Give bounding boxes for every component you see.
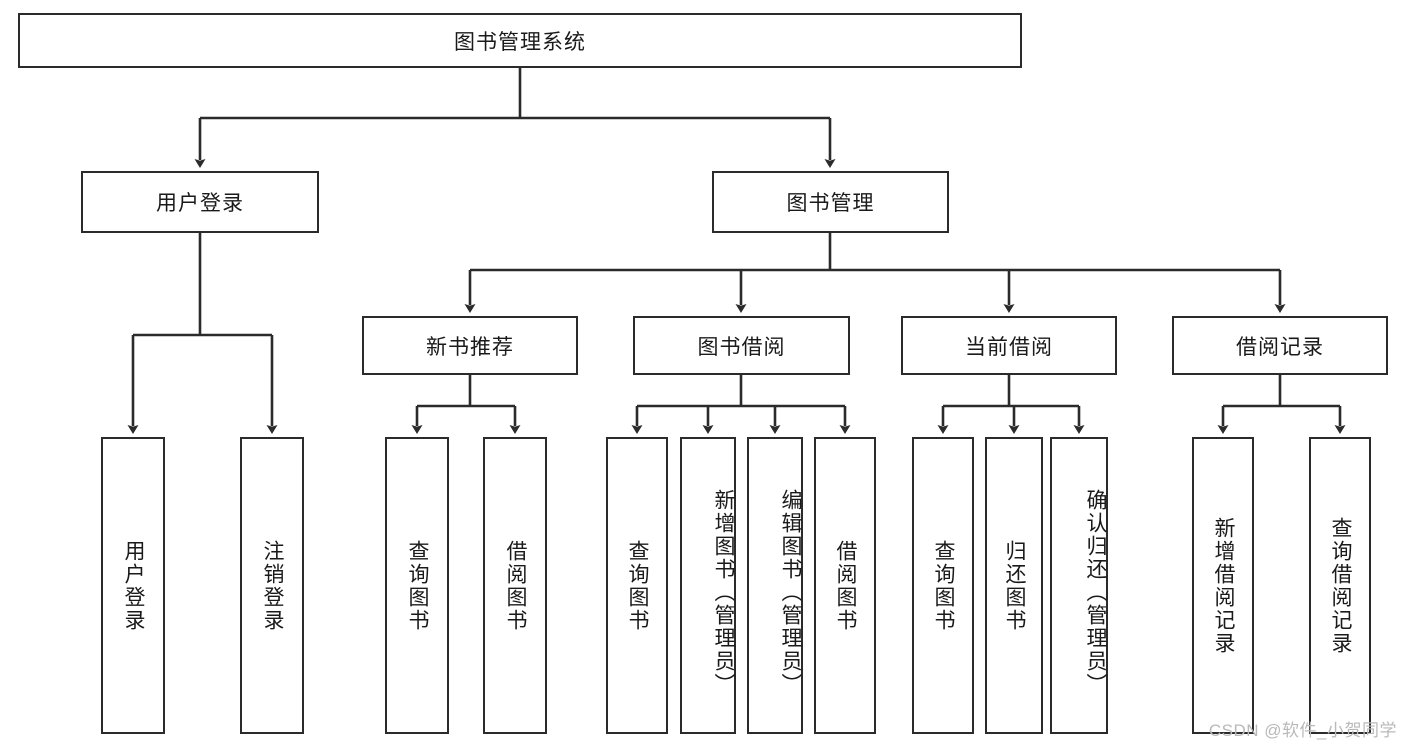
node-label-b3: 编辑图书（管理员） (779, 489, 802, 696)
node-c3[interactable]: 确认归还（管理员） (1050, 437, 1108, 734)
node-label-b2: 新增图书（管理员） (712, 489, 735, 696)
node-label-c1: 查询图书 (932, 539, 956, 632)
node-label-n1: 查询图书 (406, 539, 430, 632)
node-label-r2: 查询借阅记录 (1329, 516, 1353, 655)
node-login[interactable]: 用户登录 (81, 171, 319, 233)
node-label-n2: 借阅图书 (504, 539, 528, 632)
node-c1[interactable]: 查询图书 (912, 437, 974, 734)
node-b4[interactable]: 借阅图书 (814, 437, 876, 734)
node-b2[interactable]: 新增图书（管理员） (680, 437, 736, 734)
node-current[interactable]: 当前借阅 (901, 316, 1117, 375)
node-label-c2: 归还图书 (1003, 539, 1027, 632)
node-label-borrow: 图书借阅 (697, 335, 786, 359)
node-label-login: 用户登录 (156, 192, 244, 215)
node-b1[interactable]: 查询图书 (606, 437, 668, 734)
node-label-records: 借阅记录 (1236, 335, 1324, 359)
node-r2[interactable]: 查询借阅记录 (1309, 437, 1371, 734)
node-borrow[interactable]: 图书借阅 (633, 316, 850, 375)
node-label-b4: 借阅图书 (834, 539, 858, 632)
node-n1[interactable]: 查询图书 (385, 437, 449, 734)
node-r1[interactable]: 新增借阅记录 (1192, 437, 1254, 734)
node-label-bookmgmt: 图书管理 (786, 192, 875, 215)
node-b3[interactable]: 编辑图书（管理员） (747, 437, 803, 734)
node-label-l1: 用户登录 (122, 539, 146, 632)
node-root[interactable]: 图书管理系统 (18, 13, 1022, 68)
node-label-b1: 查询图书 (626, 539, 650, 632)
node-label-r1: 新增借阅记录 (1212, 516, 1236, 655)
node-n2[interactable]: 借阅图书 (483, 437, 547, 734)
node-label-l2: 注销登录 (261, 539, 285, 632)
node-newbook[interactable]: 新书推荐 (362, 316, 578, 375)
node-bookmgmt[interactable]: 图书管理 (712, 171, 949, 233)
node-label-current: 当前借阅 (965, 335, 1053, 359)
node-label-newbook: 新书推荐 (426, 335, 514, 359)
node-label-root: 图书管理系统 (454, 30, 586, 54)
node-records[interactable]: 借阅记录 (1172, 316, 1388, 375)
node-l2[interactable]: 注销登录 (240, 437, 304, 734)
node-l1[interactable]: 用户登录 (101, 437, 165, 734)
node-c2[interactable]: 归还图书 (985, 437, 1043, 734)
node-label-c3: 确认归还（管理员） (1084, 489, 1107, 696)
